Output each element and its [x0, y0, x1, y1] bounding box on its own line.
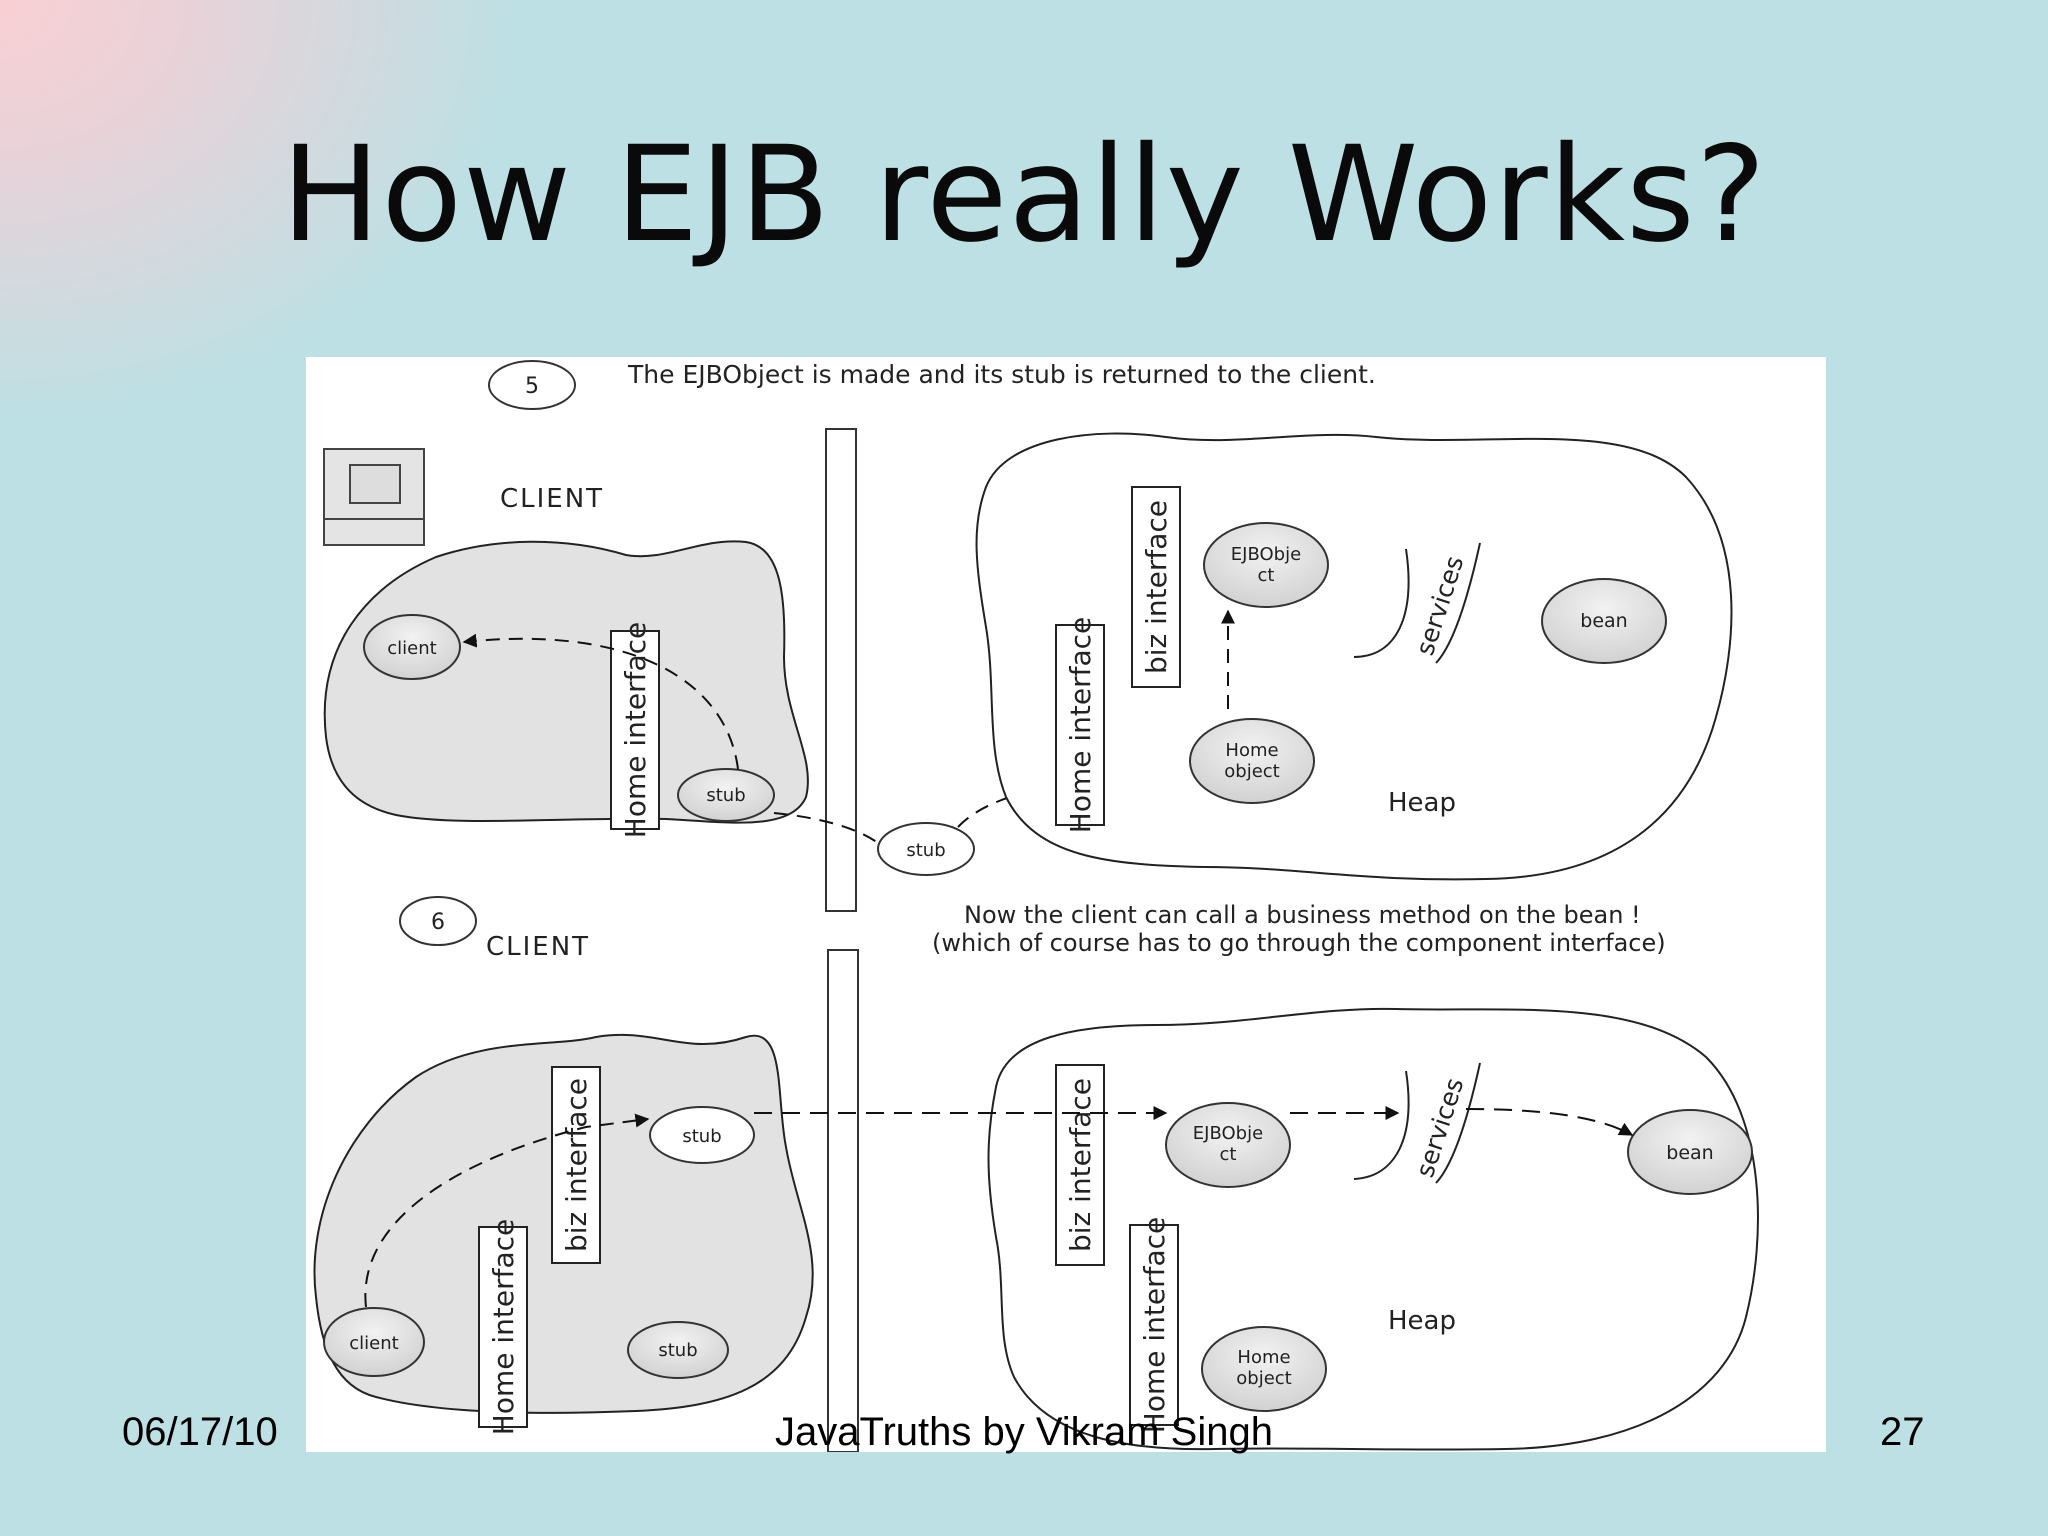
panel5-ejbobject-line1: EJBObje: [1231, 544, 1301, 565]
panel6-server-home-interface-tablet: [1129, 1224, 1179, 1426]
panel6-caption-line1: Now the client can call a business metho…: [964, 901, 1641, 929]
panel6-network-wall: [827, 949, 859, 1452]
panel-5: 5 The EJBObject is made and its stub is …: [323, 360, 1733, 912]
panel6-client-node: client: [349, 1333, 398, 1354]
step-5-label: 5: [525, 374, 539, 399]
panel6-stub-bottom: stub: [658, 1340, 697, 1361]
panel5-server-home-interface-tablet: [1055, 624, 1105, 826]
panel6-bean: bean: [1666, 1142, 1713, 1164]
panel6-heap-label: Heap: [1388, 1306, 1456, 1336]
panel6-services-to-bean-arrow: [1465, 1108, 1634, 1136]
footer-date: 06/17/10: [122, 1410, 278, 1454]
panel5-wire-stub: stub: [906, 840, 945, 861]
panel6-services-wall-right: [1435, 1062, 1481, 1184]
panel5-home-object-line2: object: [1224, 761, 1279, 782]
panel-6: 6 CLIENT Now the client can call a busin…: [313, 896, 1759, 1452]
ejb-diagram: 5 The EJBObject is made and its stub is …: [306, 357, 1826, 1452]
panel5-server-home-interface-label: Home interface: [1064, 617, 1097, 833]
panel5-biz-interface-label: biz interface: [1140, 500, 1173, 674]
panel6-services-wall-left: [1353, 1070, 1410, 1180]
panel6-home-object-line1: Home: [1237, 1347, 1290, 1368]
panel6-caption-line2: (which of course has to go through the c…: [932, 929, 1666, 957]
step-6-circle: [399, 896, 477, 946]
panel5-client-stub: stub: [706, 785, 745, 806]
panel6-client-to-stub-arrow: [364, 1113, 650, 1308]
step-5-circle: [488, 360, 576, 410]
slide-title: How EJB really Works?: [281, 118, 1767, 272]
panel6-biz-interface-label: biz interface: [560, 1078, 593, 1252]
panel6-server-biz-interface-label: biz interface: [1064, 1078, 1097, 1252]
panel5-client-node: client: [387, 638, 436, 659]
panel6-client-heading: CLIENT: [486, 932, 590, 962]
panel6-stub-top: stub: [682, 1126, 721, 1147]
panel5-ejbobject-line2: ct: [1258, 565, 1275, 586]
page-number: 27: [1880, 1410, 1925, 1454]
panel5-home-interface-label: Home interface: [619, 622, 652, 838]
panel5-home-interface-tablet: [610, 630, 660, 830]
panel6-home-interface-tablet: [478, 1226, 528, 1428]
computer-icon: [323, 448, 425, 546]
panel5-client-region: [323, 540, 809, 824]
panel6-home-interface-label: Home interface: [487, 1219, 520, 1435]
step-6-label: 6: [431, 910, 445, 935]
panel5-stub-dashed-link: [773, 812, 879, 844]
panel6-biz-interface-tablet: [551, 1066, 601, 1264]
panel5-network-wall: [825, 428, 857, 912]
panel5-client-heading: CLIENT: [500, 484, 604, 514]
panel6-server-home-interface-label: Home interface: [1138, 1217, 1171, 1433]
panel5-home-object-line1: Home: [1225, 740, 1278, 761]
panel6-ejbobject-line2: ct: [1220, 1144, 1237, 1165]
panel5-stub-to-client-arrow: [462, 633, 739, 770]
panel6-server-biz-interface-tablet: [1055, 1064, 1105, 1266]
footer-author: JavaTruths by Vikram Singh: [775, 1410, 1273, 1454]
panel5-heap-label: Heap: [1388, 788, 1456, 818]
panel6-home-object-line2: object: [1236, 1368, 1291, 1389]
panel5-services-wall-right: [1435, 542, 1481, 664]
panel5-services-wall-left: [1353, 548, 1410, 658]
panel6-ejbobject-line1: EJBObje: [1193, 1123, 1263, 1144]
panel5-biz-interface-tablet: [1131, 486, 1181, 688]
panel5-bean: bean: [1580, 610, 1627, 632]
panel5-caption: The EJBObject is made and its stub is re…: [627, 360, 1376, 389]
